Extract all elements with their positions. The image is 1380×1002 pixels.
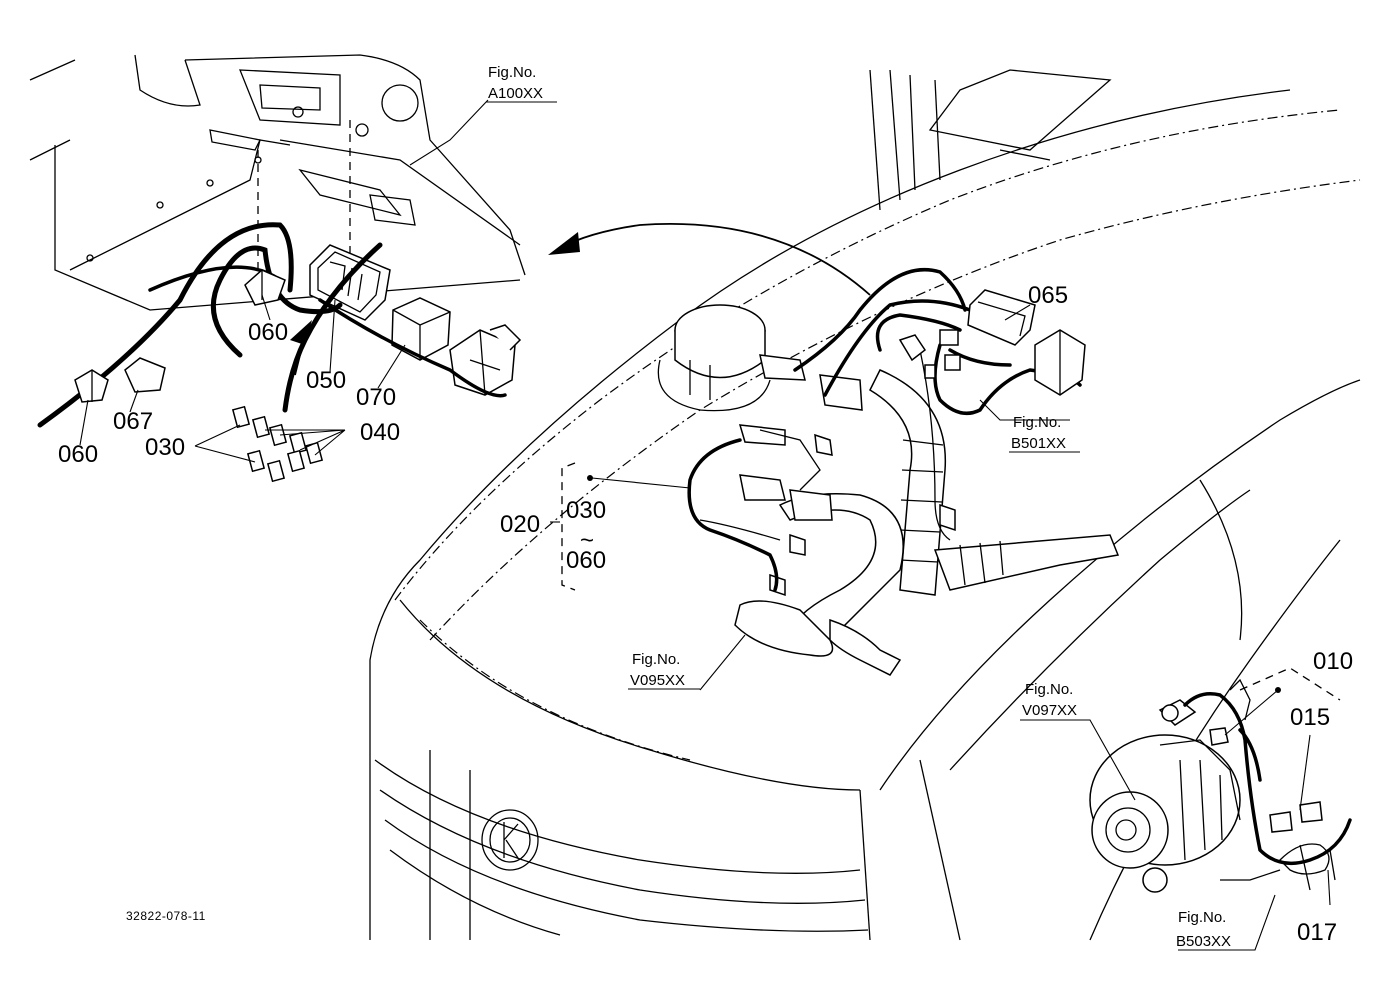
label-065: 065 — [1028, 282, 1068, 309]
fuse-panel — [29, 54, 526, 311]
label-050: 050 — [306, 367, 346, 394]
pipe-right — [933, 534, 1120, 591]
figure-references: Fig.No. A100XX Fig.No. B501XX Fig.No. V0… — [486, 64, 1231, 950]
label-010: 010 — [1313, 648, 1353, 675]
fig-ref-v097-code: V097XX — [1022, 702, 1077, 719]
fuse-set — [231, 405, 324, 483]
cab-frame — [869, 69, 1112, 211]
label-060-upper: 060 — [248, 319, 288, 346]
harness-alternator — [1183, 678, 1352, 891]
fig-ref-b501-title: Fig.No. — [1013, 414, 1061, 431]
hose-lower — [734, 493, 904, 676]
fig-ref-b503-code: B503XX — [1176, 933, 1231, 950]
label-030-range-start: 030 — [566, 497, 606, 524]
fig-ref-b501-code: B501XX — [1011, 435, 1066, 452]
label-015: 015 — [1290, 704, 1330, 731]
front-grille — [374, 750, 869, 940]
drawing-code: 32822-078-11 — [126, 909, 206, 923]
fig-ref-b503-title: Fig.No. — [1178, 909, 1226, 926]
label-range-tilde: ~ — [580, 527, 594, 554]
clamp-060-b — [74, 369, 109, 403]
connector-a — [449, 324, 522, 396]
clamp-067 — [124, 357, 166, 393]
label-067: 067 — [113, 408, 153, 435]
connector-right — [898, 329, 1086, 396]
fig-ref-a100-code: A100XX — [488, 85, 543, 102]
transfer-arrow — [290, 223, 871, 376]
fig-ref-a100-title: Fig.No. — [488, 64, 536, 81]
hose-main — [869, 369, 947, 596]
fig-ref-v095-code: V095XX — [630, 672, 685, 689]
label-060-lower: 060 — [58, 441, 98, 468]
label-030: 030 — [145, 434, 185, 461]
part-labels: 010 015 017 020 030 ~ 060 030 040 050 06… — [58, 282, 1353, 946]
brand-emblem — [481, 809, 539, 871]
fig-ref-v095-title: Fig.No. — [632, 651, 680, 668]
relay-box-065 — [967, 289, 1036, 346]
label-060-range-end: 060 — [566, 547, 606, 574]
label-020: 020 — [500, 511, 540, 538]
label-040: 040 — [360, 419, 400, 446]
label-070: 070 — [356, 384, 396, 411]
alternator — [1089, 699, 1241, 893]
relay — [391, 297, 451, 361]
air-cleaner — [657, 304, 771, 412]
label-017: 017 — [1297, 919, 1337, 946]
fig-ref-v097-title: Fig.No. — [1025, 681, 1073, 698]
